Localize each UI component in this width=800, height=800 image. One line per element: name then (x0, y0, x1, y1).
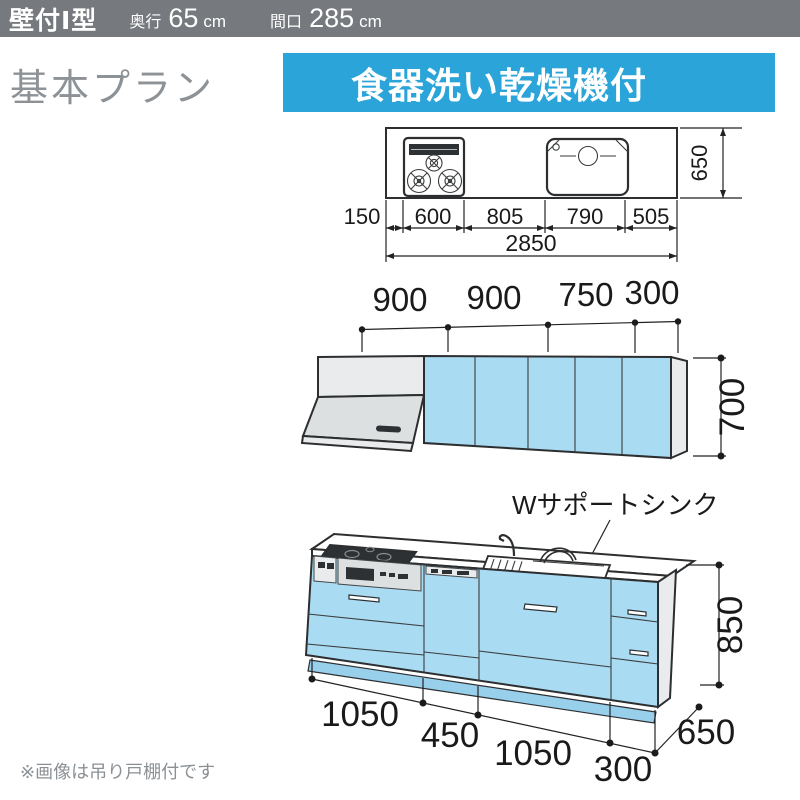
dim-label: 1050 (321, 695, 399, 734)
depth-spec: 奥行 65 cm (97, 3, 226, 34)
depth-unit: cm (203, 12, 227, 31)
width-value: 285 (309, 3, 355, 33)
footnote: ※画像は吊り戸棚付です (20, 762, 216, 782)
wall-dimensions: 900 900 750 300 (358, 274, 682, 353)
dim-label: 450 (421, 716, 479, 755)
wall-cabinets (423, 354, 688, 460)
grill-unit (313, 555, 422, 592)
range-hood (300, 354, 426, 453)
drawer-handles (348, 594, 649, 657)
dim-label-height: 850 (711, 596, 750, 654)
feature-banner: 食器洗い乾燥機付 (283, 53, 775, 112)
dim-label: 790 (567, 204, 604, 229)
wall-height-dimension: 700 (693, 354, 752, 460)
dim-label-total: 2850 (505, 230, 556, 256)
base-height-dimension: 850 (686, 561, 750, 689)
feature-banner-label: 食器洗い乾燥機付 (350, 64, 647, 106)
dim-label: 505 (633, 204, 670, 229)
dim-label: 900 (466, 279, 521, 316)
base-cabinet-drawing: Wサポートシンク (304, 490, 750, 789)
width-unit: cm (359, 12, 382, 31)
sink-label: Wサポートシンク (512, 490, 719, 520)
header-bar: 壁付Ⅰ型 奥行 65 cm 間口 285 cm (0, 0, 800, 37)
cooktop-icon (402, 136, 466, 198)
plan-dimensions: 150 600 805 790 505 2850 650 (344, 127, 742, 262)
sink-callout: Wサポートシンク (512, 490, 719, 565)
width-label: 間口 (270, 14, 303, 31)
dim-label: 300 (594, 750, 652, 789)
dim-label: 805 (487, 204, 524, 229)
dim-label: 600 (415, 204, 452, 229)
width-spec: 間口 285 cm (226, 3, 382, 34)
dim-label-height: 700 (713, 378, 752, 436)
kitchen-type-label: 壁付Ⅰ型 (9, 6, 98, 35)
dim-label-depth: 650 (687, 145, 712, 182)
dim-label-depth: 650 (677, 713, 735, 752)
base-dimensions: 1050 450 1050 300 650 (308, 658, 735, 789)
sink-plan-icon (545, 137, 630, 197)
dim-label: 150 (344, 204, 381, 229)
base-cabinets (304, 554, 678, 724)
depth-label: 奥行 (129, 14, 162, 31)
dim-label: 300 (624, 274, 679, 311)
dim-label: 750 (558, 276, 613, 313)
wall-cabinet-drawing: 900 900 750 300 700 (300, 274, 752, 460)
dishwasher (425, 565, 478, 579)
plan-title: 基本プラン (10, 68, 216, 110)
plan-view-drawing: 150 600 805 790 505 2850 650 (344, 127, 742, 262)
dim-label: 900 (372, 281, 427, 318)
dim-label: 1050 (494, 734, 572, 773)
depth-value: 65 (168, 3, 199, 33)
